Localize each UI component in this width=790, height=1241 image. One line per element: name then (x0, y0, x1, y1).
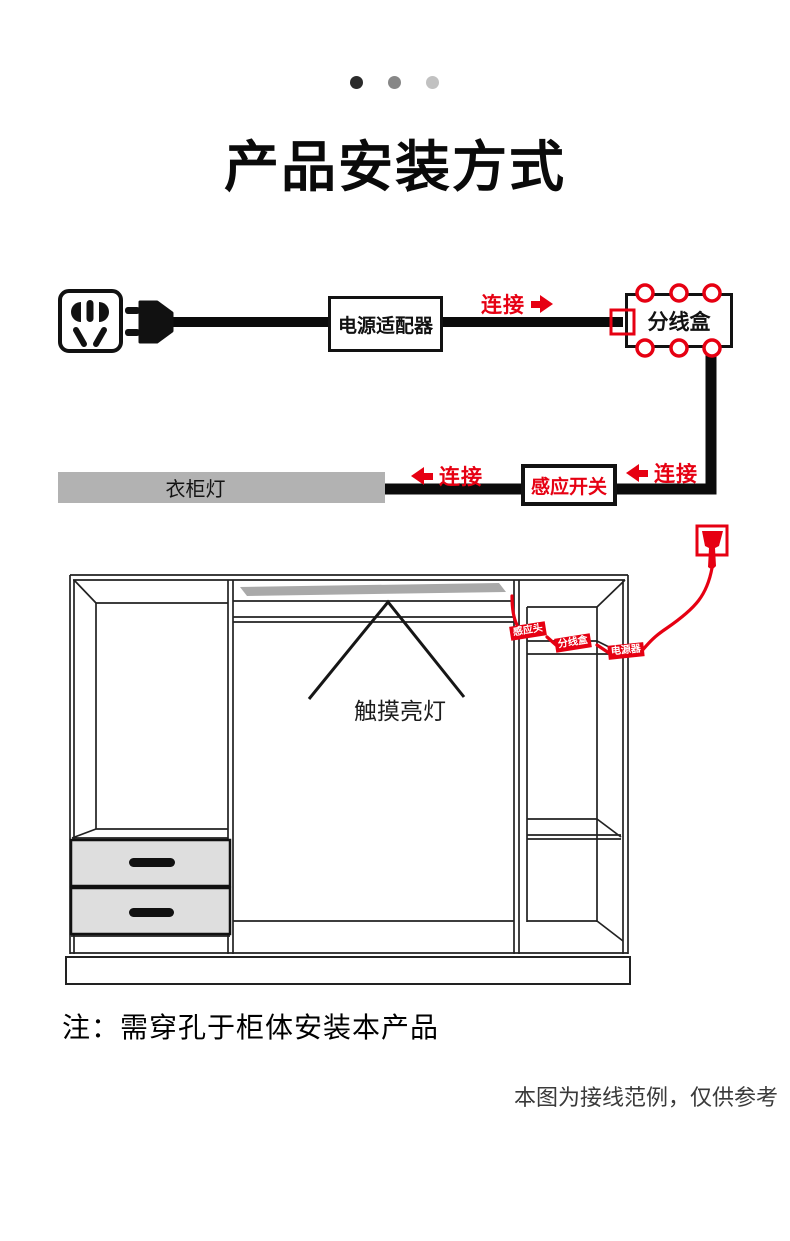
connect-label-2: 连接 (411, 461, 483, 491)
drawer-top (69, 838, 232, 888)
page-title: 产品安装方式 (223, 136, 566, 198)
power-plug-icon (125, 300, 174, 344)
touch-light-label: 触摸亮灯 (354, 698, 446, 724)
drawer-handle-bottom (129, 908, 174, 917)
touch-pointer-lines (307, 599, 466, 700)
dot-light (426, 76, 439, 89)
power-adapter-label: 电源适配器 (337, 315, 433, 337)
wall-socket-icon (58, 289, 123, 353)
connect-label-1: 连接 (481, 289, 553, 319)
wardrobe-light-label: 衣柜灯 (165, 479, 226, 501)
tag-junction-box: 分线盒 (554, 633, 592, 653)
red-plug-icon (695, 524, 729, 569)
sensor-switch-box: 感应开关 (521, 464, 617, 506)
plinth (65, 956, 631, 985)
drawers (69, 838, 232, 936)
left-shelf (71, 828, 228, 839)
power-adapter-box: 电源适配器 (328, 296, 443, 352)
red-sensor-cable (510, 566, 714, 655)
connect-text-3: 连接 (654, 463, 698, 486)
wardrobe-drawing (65, 574, 631, 985)
junction-box: 分线盒 (625, 293, 733, 348)
tag-sensor-head: 感应头 (509, 621, 547, 641)
led-strip (240, 583, 506, 596)
drawer-bottom (69, 886, 232, 936)
sensor-switch-label: 感应开关 (530, 476, 607, 498)
hanging-rail-lines (233, 616, 514, 623)
drawer-handle-top (129, 858, 175, 867)
connect-text-1: 连接 (481, 294, 525, 317)
tag-power-unit: 电源器 (607, 642, 645, 660)
dot-dark (350, 76, 363, 89)
arrow-right-icon (531, 295, 553, 313)
connect-label-3: 连接 (626, 458, 698, 488)
arrow-left-icon (626, 464, 648, 482)
right-shelves (527, 640, 622, 840)
junction-box-label: 分线盒 (647, 310, 711, 334)
wardrobe-light-bar: 衣柜灯 (58, 472, 385, 503)
arrow-left-icon (411, 467, 433, 485)
dot-medium (388, 76, 401, 89)
floor-lines (70, 920, 628, 954)
reference-note: 本图为接线范例，仅供参考 (513, 1085, 778, 1110)
install-note: 注：需穿孔于柜体安装本产品 (62, 1012, 440, 1043)
connect-text-2: 连接 (439, 466, 483, 489)
